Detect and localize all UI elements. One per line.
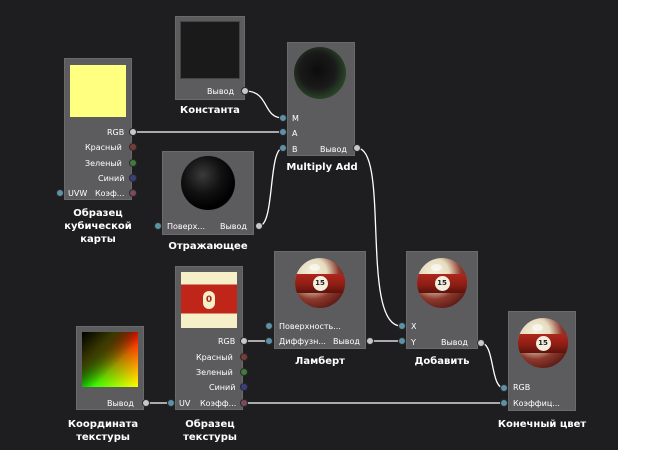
lambert-surface-pin[interactable]: [265, 322, 273, 330]
reflective-caption: Отражающее: [168, 241, 248, 252]
add-output-pin[interactable]: [477, 339, 485, 347]
add-ball-number: 15: [434, 275, 450, 291]
cubemap-coef-label: Коэф...: [95, 189, 125, 198]
cubemap-caption: Образец кубической карты: [52, 207, 144, 246]
reflective-preview: [181, 156, 235, 210]
texture-center-mark: 0: [203, 291, 215, 309]
cubemap-rgb-pin[interactable]: [129, 128, 137, 136]
add-caption: Добавить: [414, 356, 470, 367]
shader-graph-canvas[interactable]: Вывод Константа M A B Вывод Multiply Add…: [0, 0, 618, 450]
texture-sample-coef-pin[interactable]: [240, 399, 248, 407]
cubemap-uvw-label: UVW: [68, 189, 88, 198]
constant-output-label: Вывод: [207, 87, 234, 96]
lambert-ball-number: 15: [312, 275, 328, 291]
multiply-add-m-pin[interactable]: [279, 114, 287, 122]
final-color-preview: 15: [518, 318, 568, 368]
final-color-coef-pin[interactable]: [500, 399, 508, 407]
texture-coord-caption: Координата текстуры: [67, 419, 139, 443]
cubemap-green-pin[interactable]: [129, 159, 137, 167]
lambert-output-pin[interactable]: [366, 337, 374, 345]
node-cubemap-sample[interactable]: RGB Красный Зеленый Синий UVW Коэф...: [64, 58, 132, 200]
add-y-label: Y: [411, 338, 416, 347]
reflective-surface-pin[interactable]: [154, 222, 162, 230]
cubemap-red-label: Красный: [85, 143, 122, 152]
texture-sample-coef-label: Коэфф...: [200, 399, 237, 408]
texture-coord-output-pin[interactable]: [142, 399, 150, 407]
texture-sample-blue-label: Синий: [209, 383, 236, 392]
multiply-add-output-label: Вывод: [320, 145, 347, 154]
texture-sample-caption: Образец текстуры: [183, 419, 237, 443]
texture-sample-red-pin[interactable]: [240, 353, 248, 361]
node-constant[interactable]: Вывод: [175, 16, 245, 100]
cubemap-blue-label: Синий: [98, 174, 125, 183]
add-output-label: Вывод: [441, 338, 468, 347]
node-reflective[interactable]: Поверх... Вывод: [162, 151, 254, 235]
multiply-add-a-label: A: [292, 129, 298, 138]
multiply-add-m-label: M: [292, 114, 299, 123]
node-multiply-add[interactable]: M A B Вывод: [287, 42, 355, 156]
node-texture-sample[interactable]: 0 RGB Красный Зеленый Синий UV Коэфф...: [175, 266, 243, 410]
reflective-surface-label: Поверх...: [167, 222, 205, 231]
texture-sample-red-label: Красный: [196, 353, 233, 362]
multiply-add-preview: [294, 47, 346, 99]
wire-reflective-to-b: [258, 147, 284, 227]
cubemap-blue-pin[interactable]: [129, 174, 137, 182]
texture-sample-green-label: Зеленый: [196, 368, 233, 377]
texture-sample-rgb-pin[interactable]: [240, 337, 248, 345]
lambert-preview: 15: [295, 258, 345, 308]
wire-multiplyadd-to-x: [356, 147, 402, 327]
add-y-pin[interactable]: [398, 337, 406, 345]
final-color-coef-label: Коэффиц...: [513, 399, 560, 408]
multiply-add-b-pin[interactable]: [279, 144, 287, 152]
lambert-output-label: Вывод: [333, 337, 360, 346]
multiply-add-output-pin[interactable]: [353, 144, 361, 152]
cubemap-green-label: Зеленый: [85, 159, 122, 168]
node-lambert[interactable]: 15 Поверхность... Диффузн... Вывод: [274, 251, 366, 349]
final-color-rgb-label: RGB: [513, 383, 531, 392]
lambert-caption: Ламберт: [295, 356, 345, 367]
texture-sample-uv-pin[interactable]: [167, 399, 175, 407]
multiply-add-b-label: B: [292, 145, 298, 154]
node-add[interactable]: 15 X Y Вывод: [406, 251, 478, 349]
reflective-output-pin[interactable]: [255, 222, 263, 230]
reflective-output-label: Вывод: [220, 222, 247, 231]
node-final-color[interactable]: 15 RGB Коэффиц...: [508, 311, 576, 411]
node-texture-coord[interactable]: Вывод: [76, 326, 144, 410]
cubemap-rgb-label: RGB: [107, 128, 125, 137]
final-color-ball-number: 15: [535, 335, 551, 351]
multiply-add-caption: Multiply Add: [286, 162, 358, 173]
add-x-pin[interactable]: [398, 322, 406, 330]
texture-sample-blue-pin[interactable]: [240, 383, 248, 391]
add-preview: 15: [417, 258, 467, 308]
constant-output-pin[interactable]: [241, 87, 249, 95]
add-x-label: X: [411, 322, 417, 331]
wire-constant-to-m: [244, 90, 284, 119]
texture-sample-preview: 0: [181, 272, 237, 328]
lambert-diffuse-label: Диффузн...: [279, 337, 326, 346]
texture-coord-output-label: Вывод: [107, 399, 134, 408]
texture-sample-rgb-label: RGB: [218, 337, 236, 346]
texture-sample-green-pin[interactable]: [240, 368, 248, 376]
lambert-diffuse-pin[interactable]: [265, 337, 273, 345]
cubemap-red-pin[interactable]: [129, 143, 137, 151]
multiply-add-a-pin[interactable]: [279, 128, 287, 136]
cubemap-caption-text: Образец кубической карты: [64, 208, 132, 245]
final-color-rgb-pin[interactable]: [500, 384, 508, 392]
constant-preview: [180, 21, 240, 79]
cubemap-coef-pin[interactable]: [129, 189, 137, 197]
lambert-surface-label: Поверхность...: [279, 322, 341, 331]
constant-caption: Константа: [180, 105, 240, 116]
texture-coord-preview: [82, 332, 138, 387]
texture-sample-uv-label: UV: [179, 399, 191, 408]
cubemap-uvw-pin[interactable]: [56, 189, 64, 197]
final-color-caption: Конечный цвет: [497, 419, 587, 430]
cubemap-preview: [70, 65, 126, 117]
